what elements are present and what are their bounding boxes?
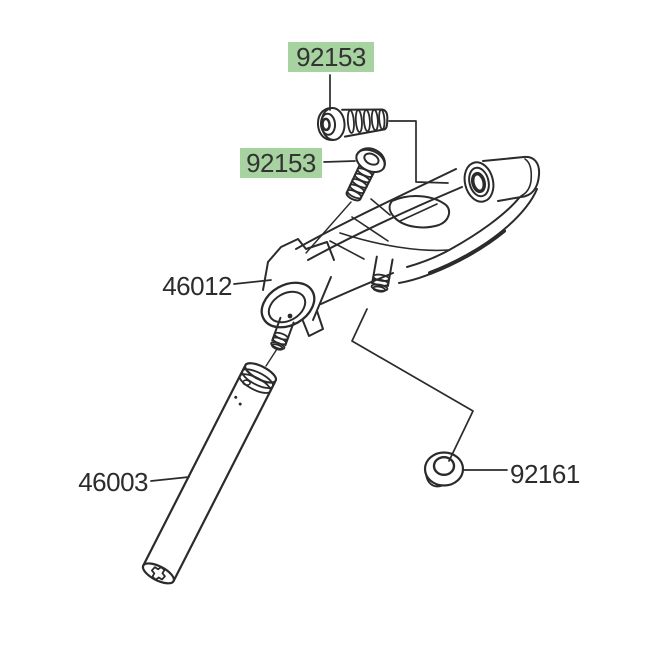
leader-washer-bent (351, 308, 474, 462)
leader-stud-to-tube-axis (265, 348, 278, 367)
handlebar-tube-illustration (141, 362, 278, 585)
leader-handlebar-label (150, 476, 190, 482)
leader-bolt-front-label (323, 160, 356, 163)
holder-stud-right-illustration (370, 255, 394, 293)
washer-illustration (423, 451, 465, 488)
leader-holder-label (233, 279, 272, 285)
part-label-46003: 46003 (78, 467, 148, 497)
bolt-top-illustration (317, 106, 389, 141)
tube-end-clover-cutout (150, 566, 166, 581)
part-label-92153-top: 92153 (288, 42, 374, 72)
handlebar-holder-illustration (260, 155, 541, 337)
part-label-92161: 92161 (510, 459, 580, 489)
leader-bolt-front-axis (305, 201, 352, 254)
part-label-92153-front: 92153 (240, 148, 322, 178)
part-label-46012: 46012 (162, 271, 232, 301)
leader-lines (150, 74, 508, 482)
holder-stud-left-illustration (270, 316, 295, 351)
bolt-front-illustration (345, 147, 386, 202)
leader-bolt-top-tail (388, 120, 449, 184)
